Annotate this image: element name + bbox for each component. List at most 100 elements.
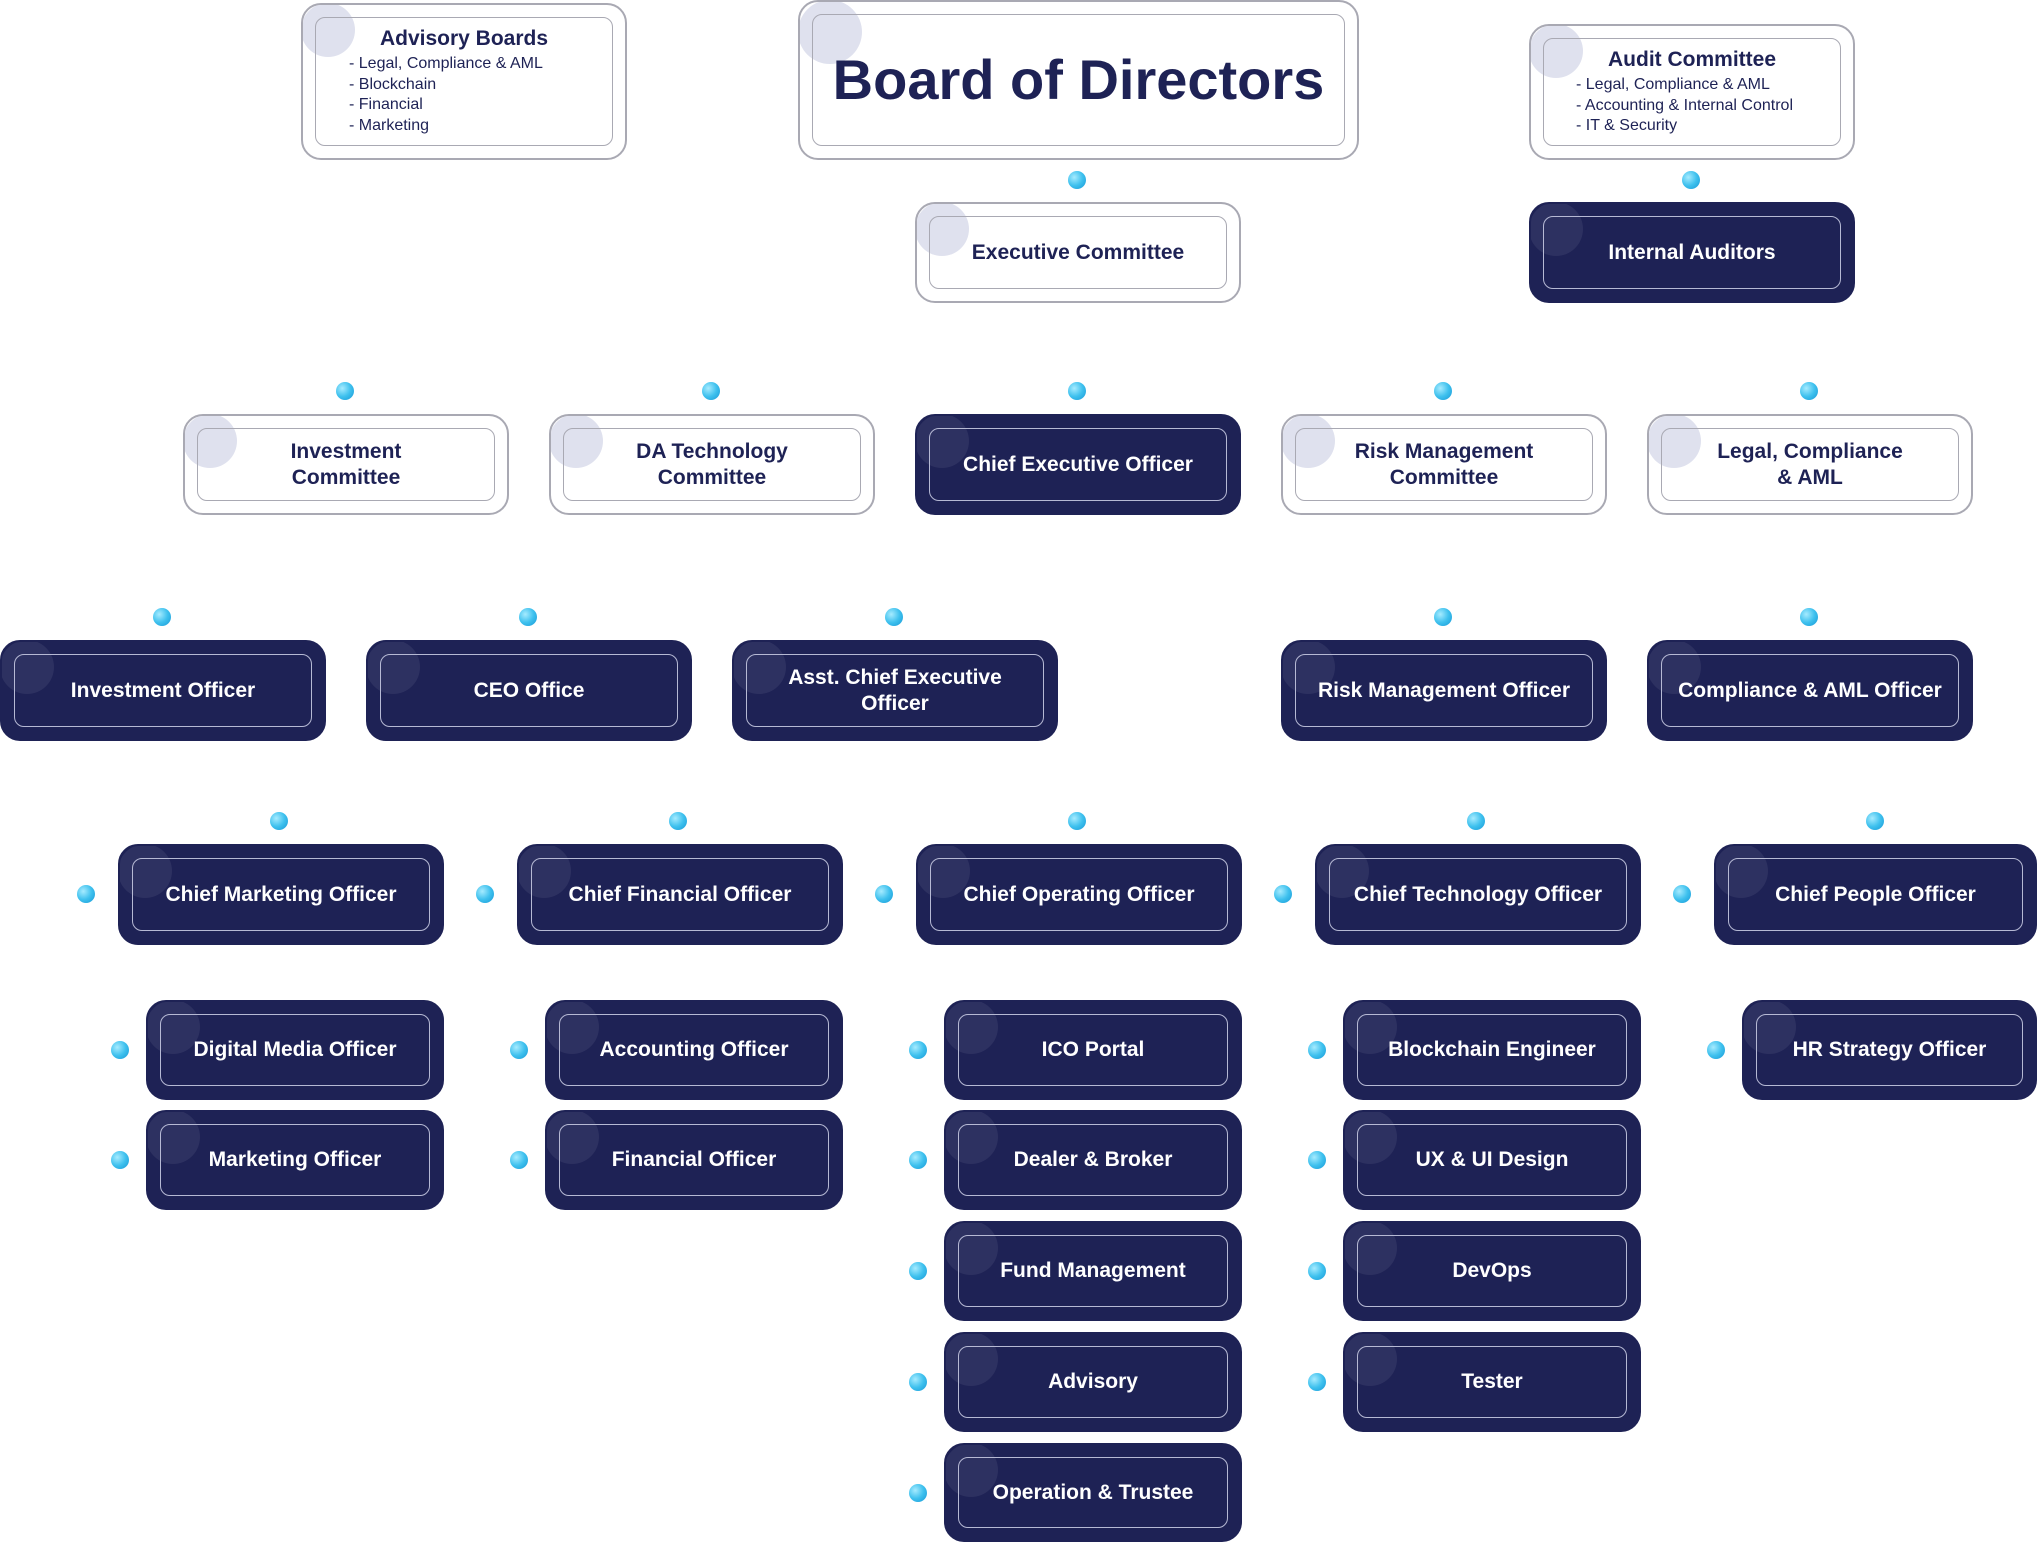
connector-dot (885, 608, 903, 626)
corner-decoration (519, 846, 571, 898)
chief-executive-officer-box: Chief Executive Officer (915, 414, 1241, 515)
legal-compliance-aml-label: Legal, Compliance & AML (1717, 439, 1903, 489)
chief-technology-officer-label: Chief Technology Officer (1353, 882, 1603, 906)
executive-committee-label: Executive Committee (971, 240, 1185, 264)
connector-dot (1434, 382, 1452, 400)
corner-decoration (800, 2, 862, 64)
connector-dot (111, 1151, 129, 1169)
corner-decoration (1283, 416, 1335, 468)
compliance-aml-officer-label: Compliance & AML Officer (1678, 678, 1942, 702)
ceo-office-box: CEO Office (366, 640, 692, 741)
corner-decoration (946, 1002, 998, 1054)
chief-executive-officer-label: Chief Executive Officer (963, 452, 1193, 476)
board-of-directors-box: Board of Directors (798, 0, 1359, 160)
corner-decoration (547, 1112, 599, 1164)
blockchain-engineer-box: Blockchain Engineer (1343, 1000, 1641, 1100)
investment-committee-box: Investment Committee (183, 414, 509, 515)
investment-committee-label: Investment Committee (290, 439, 402, 489)
connector-dot (909, 1151, 927, 1169)
corner-decoration (946, 1112, 998, 1164)
connector-dot (519, 608, 537, 626)
operation-trustee-box: Operation & Trustee (944, 1443, 1242, 1542)
corner-decoration (734, 642, 786, 694)
connector-dot (909, 1041, 927, 1059)
dealer-broker-label: Dealer & Broker (1013, 1148, 1173, 1171)
internal-auditors-label: Internal Auditors (1608, 240, 1776, 264)
internal-auditors-box: Internal Auditors (1529, 202, 1855, 303)
advisory-boards-title: Advisory Boards (379, 27, 549, 50)
investment-officer-label: Investment Officer (70, 678, 256, 702)
ico-portal-box: ICO Portal (944, 1000, 1242, 1100)
asst-chief-executive-officer-label: Asst. Chief Executive Officer (788, 665, 1002, 715)
connector-dot (1308, 1041, 1326, 1059)
audit-committee-item: - Accounting & Internal Control (1576, 96, 1794, 114)
tester-label: Tester (1461, 1370, 1523, 1393)
chief-marketing-officer-box: Chief Marketing Officer (118, 844, 444, 945)
blockchain-engineer-label: Blockchain Engineer (1388, 1038, 1596, 1061)
corner-decoration (1345, 1223, 1397, 1275)
connector-dot (669, 812, 687, 830)
chief-operating-officer-box: Chief Operating Officer (916, 844, 1242, 945)
connector-dot (510, 1041, 528, 1059)
corner-decoration (1649, 642, 1701, 694)
asst-chief-executive-officer-box: Asst. Chief Executive Officer (732, 640, 1058, 741)
da-technology-committee-box: DA Technology Committee (549, 414, 875, 515)
corner-decoration (120, 846, 172, 898)
connector-dot (1308, 1373, 1326, 1391)
chief-people-officer-box: Chief People Officer (1714, 844, 2037, 945)
connector-dot (1467, 812, 1485, 830)
da-technology-committee-label: DA Technology Committee (636, 439, 788, 489)
advisory-boards-box: Advisory Boards - Legal, Compliance & AM… (301, 3, 627, 160)
corner-decoration (1317, 846, 1369, 898)
advisory-boards-list: - Legal, Compliance & AML - Blockchain -… (349, 54, 543, 136)
advisory-board-item: - Blockchain (349, 75, 437, 93)
tester-box: Tester (1343, 1332, 1641, 1432)
operation-trustee-label: Operation & Trustee (992, 1480, 1194, 1504)
connector-dot (1800, 382, 1818, 400)
advisory-box: Advisory (944, 1332, 1242, 1432)
advisory-board-item: - Marketing (349, 116, 430, 134)
connector-dot (270, 812, 288, 830)
chief-marketing-officer-label: Chief Marketing Officer (165, 882, 397, 906)
connector-dot (1308, 1151, 1326, 1169)
connector-dot (77, 885, 95, 903)
corner-decoration (1283, 642, 1335, 694)
corner-decoration (918, 846, 970, 898)
hr-strategy-officer-box: HR Strategy Officer (1742, 1000, 2037, 1100)
audit-committee-item: - Legal, Compliance & AML (1576, 76, 1770, 93)
connector-dot (336, 382, 354, 400)
connector-dot (1308, 1262, 1326, 1280)
marketing-officer-label: Marketing Officer (208, 1148, 382, 1171)
connector-dot (909, 1262, 927, 1280)
fund-management-label: Fund Management (1000, 1259, 1186, 1282)
legal-compliance-aml-box: Legal, Compliance & AML (1647, 414, 1973, 515)
audit-committee-list: - Legal, Compliance & AML - Accounting &… (1576, 75, 1793, 137)
financial-officer-box: Financial Officer (545, 1110, 843, 1210)
corner-decoration (917, 416, 969, 468)
digital-media-officer-label: Digital Media Officer (193, 1038, 397, 1061)
corner-decoration (185, 416, 237, 468)
corner-decoration (148, 1002, 200, 1054)
hr-strategy-officer-label: HR Strategy Officer (1792, 1038, 1987, 1061)
connector-dot (1434, 608, 1452, 626)
compliance-aml-officer-box: Compliance & AML Officer (1647, 640, 1973, 741)
board-of-directors-title: Board of Directors (832, 48, 1325, 111)
risk-management-officer-label: Risk Management Officer (1317, 678, 1571, 702)
devops-box: DevOps (1343, 1221, 1641, 1321)
connector-dot (510, 1151, 528, 1169)
connector-dot (909, 1484, 927, 1502)
corner-decoration (1649, 416, 1701, 468)
marketing-officer-box: Marketing Officer (146, 1110, 444, 1210)
chief-financial-officer-label: Chief Financial Officer (568, 882, 792, 906)
chief-financial-officer-box: Chief Financial Officer (517, 844, 843, 945)
connector-dot (476, 885, 494, 903)
connector-dot (1800, 608, 1818, 626)
corner-decoration (1716, 846, 1768, 898)
corner-decoration (368, 642, 420, 694)
corner-decoration (1345, 1334, 1397, 1386)
corner-decoration (148, 1112, 200, 1164)
corner-decoration (1531, 204, 1583, 256)
audit-committee-item: - IT & Security (1576, 117, 1678, 134)
digital-media-officer-box: Digital Media Officer (146, 1000, 444, 1100)
ux-ui-design-box: UX & UI Design (1343, 1110, 1641, 1210)
